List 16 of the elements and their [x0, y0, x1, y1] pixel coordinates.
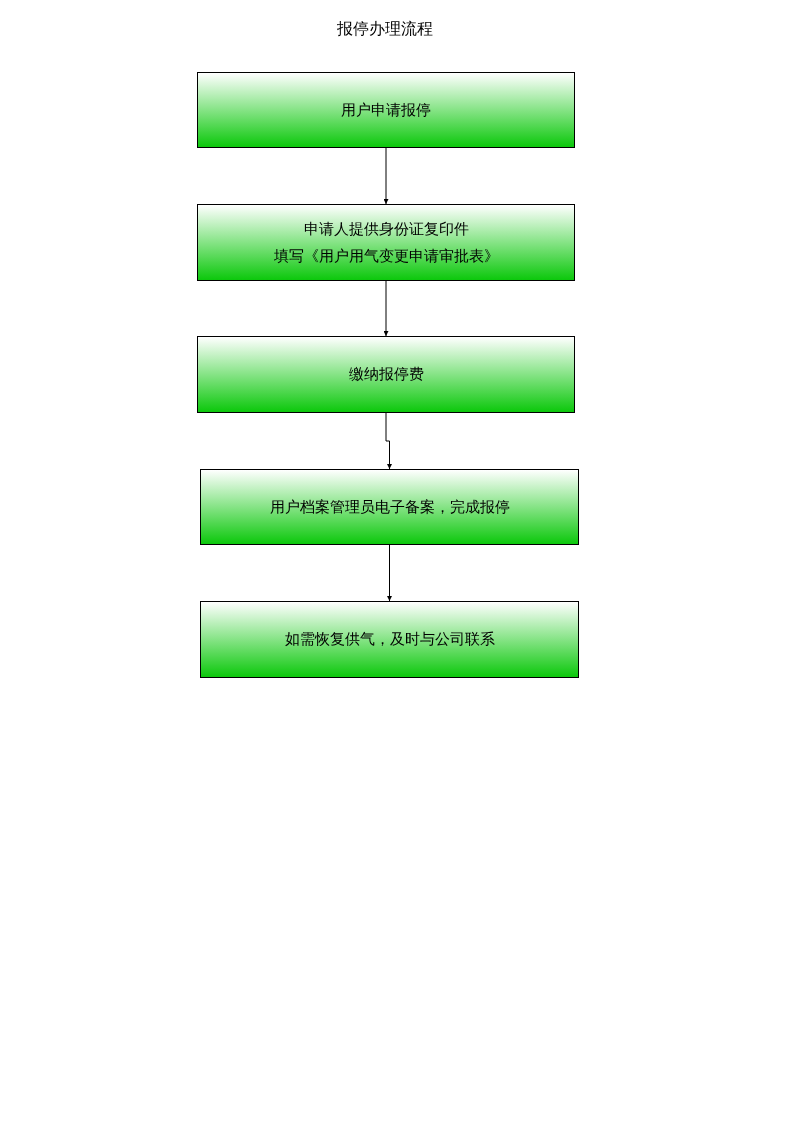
- process-box: [200, 469, 579, 545]
- step-text: 填写《用户用气变更申请审批表》: [273, 246, 499, 266]
- process-box: [200, 601, 579, 678]
- process-box: [197, 204, 575, 281]
- step-text: 用户申请报停: [341, 100, 431, 120]
- arrow: [387, 544, 392, 602]
- process-box: [197, 72, 575, 148]
- step-text: 缴纳报停费: [348, 365, 424, 384]
- arrow: [383, 147, 389, 205]
- step-text: 如需恢复供气，及时与公司联系: [284, 630, 495, 649]
- step-text: 用户档案管理员电子备案，完成报停: [269, 497, 510, 517]
- process-box: [197, 336, 575, 413]
- arrow: [385, 412, 392, 470]
- arrow: [383, 280, 389, 337]
- step-text: 申请人提供身份证复印件: [303, 219, 469, 239]
- diagram-title: 报停办理流程: [336, 19, 434, 40]
